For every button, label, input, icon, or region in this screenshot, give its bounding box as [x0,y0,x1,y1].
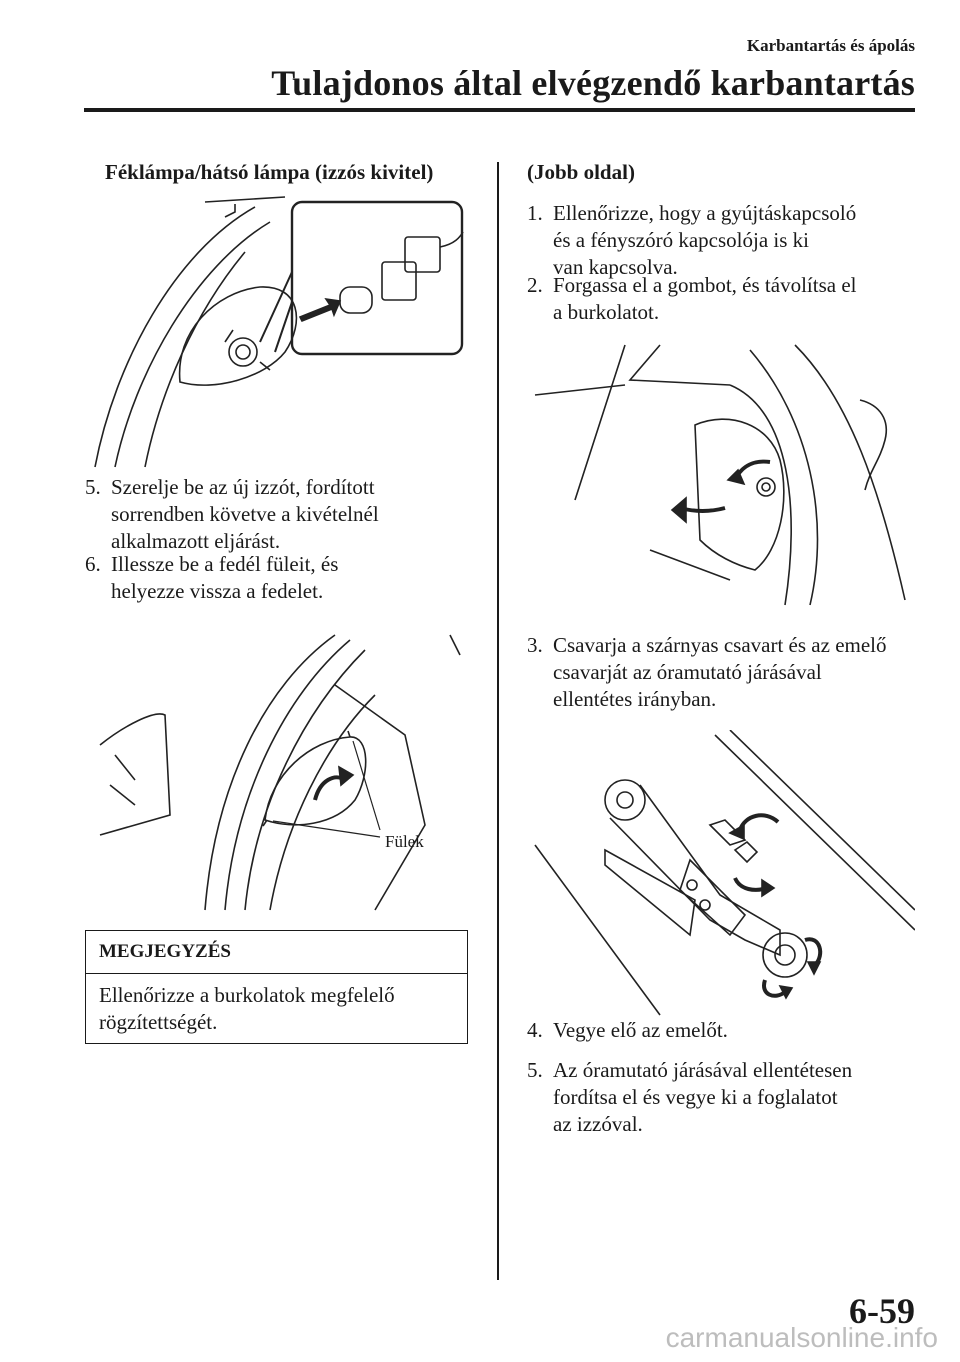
page-title: Tulajdonos által elvégzendő karbantartás [271,63,915,103]
left-step-5: 5.Szerelje be az új izzót, fordított sor… [85,475,379,553]
tabs-label: Fülek [385,832,424,851]
page-number: 6-59 [849,1291,915,1331]
section-label: Karbantartás és ápolás [746,36,915,55]
note-heading: MEGJEGYZÉS [86,931,467,974]
right-step-1: 1.Ellenőrizze, hogy a gyújtáskapcsoló és… [527,201,857,279]
watermark: carmanualsonline.info [665,1322,938,1353]
column-divider [497,162,499,1280]
header-rule [84,108,915,112]
note-box: MEGJEGYZÉS Ellenőrizze a burkolatok megf… [85,930,468,1044]
bulb-socket-figure [85,192,470,472]
right-subheading: (Jobb oldal) [527,160,635,184]
jack-figure [530,730,915,1020]
left-step-6: 6.Illessze be a fedél füleit, és helyezz… [85,552,339,603]
note-text: Ellenőrizze a burkolatok megfelelő rögzí… [99,983,395,1034]
left-subheading: Féklámpa/hátsó lámpa (izzós kivitel) [105,160,434,184]
right-step-5: 5.Az óramutató járásával ellentétesen fo… [527,1058,853,1136]
right-step-3: 3.Csavarja a szárnyas csavart és az emel… [527,633,887,711]
right-step-4: 4.Vegye elő az emelőt. [527,1018,728,1042]
right-step-2: 2.Forgassa el a gombot, és távolítsa el … [527,273,857,324]
knob-cover-figure [530,340,915,610]
cover-tabs-figure [95,625,470,915]
